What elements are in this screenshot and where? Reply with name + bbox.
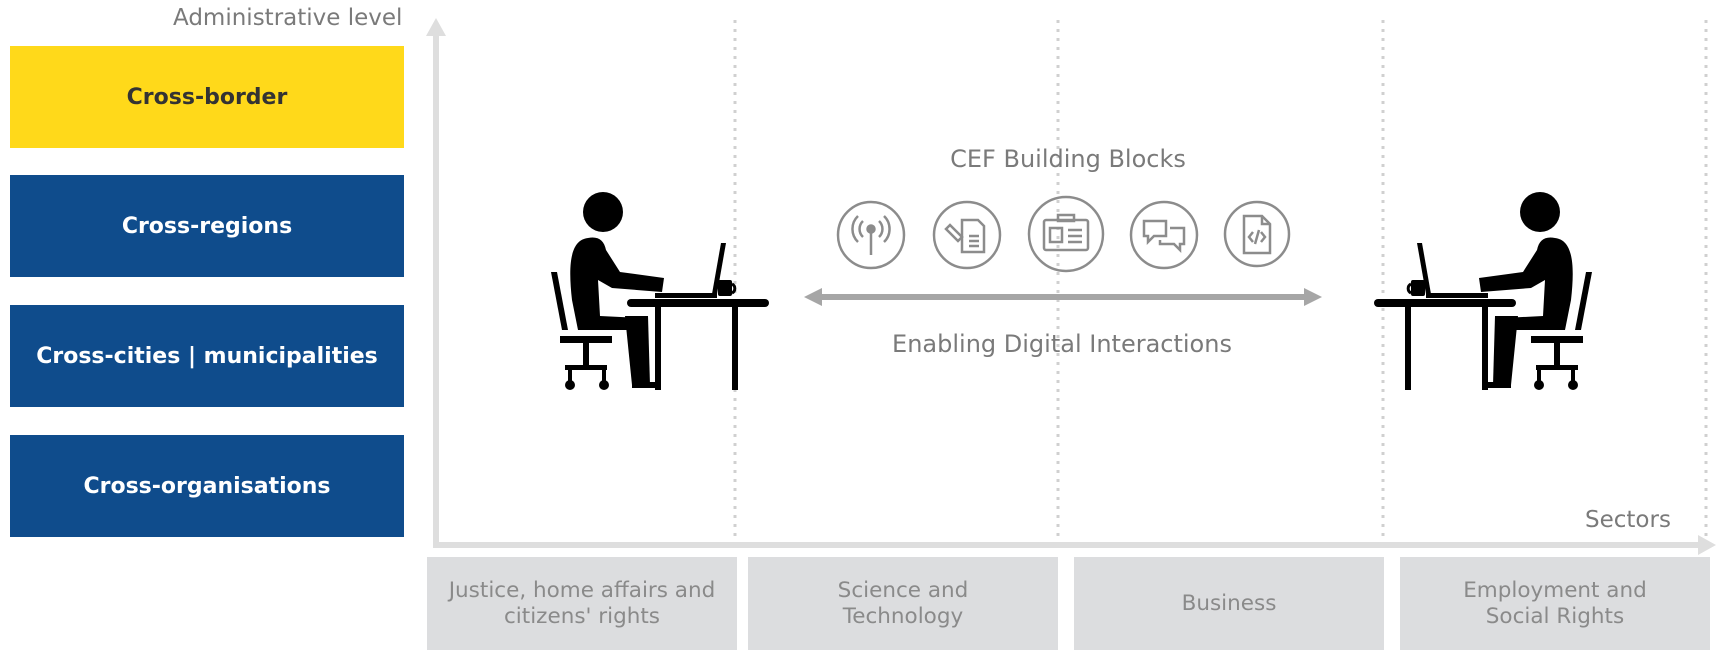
sector-business: Business bbox=[1074, 557, 1384, 650]
interaction-label: Enabling Digital Interactions bbox=[892, 330, 1232, 358]
x-axis-arrowhead bbox=[1698, 535, 1716, 555]
x-axis bbox=[433, 535, 1716, 555]
level-cross-cities: Cross-cities | municipalities bbox=[10, 305, 404, 407]
right-person-at-desk-icon bbox=[1374, 192, 1592, 390]
level-label: Cross-cities | municipalities bbox=[36, 343, 378, 369]
arrow-left-head bbox=[804, 288, 822, 306]
id-card-icon bbox=[1027, 195, 1105, 273]
left-person-at-desk-icon bbox=[551, 192, 769, 390]
level-cross-organisations: Cross-organisations bbox=[10, 435, 404, 537]
level-label: Cross-regions bbox=[121, 213, 293, 239]
sector-label: Employment and Social Rights bbox=[1463, 577, 1647, 629]
y-axis-arrowhead bbox=[426, 18, 446, 36]
level-label: Cross-organisations bbox=[83, 473, 331, 499]
sector-label: Science and Technology bbox=[837, 577, 969, 629]
level-cross-regions: Cross-regions bbox=[10, 175, 404, 277]
building-blocks-title: CEF Building Blocks bbox=[950, 145, 1186, 173]
sector-justice: Justice, home affairs and citizens' righ… bbox=[427, 557, 737, 650]
broadcast-icon bbox=[836, 200, 906, 270]
level-cross-border: Cross-border bbox=[10, 46, 404, 148]
y-axis bbox=[426, 18, 446, 545]
arrow-right-head bbox=[1304, 288, 1322, 306]
x-axis-title: Sectors bbox=[1585, 507, 1671, 533]
sector-employment: Employment and Social Rights bbox=[1400, 557, 1710, 650]
code-file-icon bbox=[1223, 200, 1291, 268]
sector-label: Justice, home affairs and citizens' righ… bbox=[448, 577, 716, 629]
sector-dividers bbox=[733, 20, 1708, 540]
chat-bubbles-icon bbox=[1129, 200, 1199, 270]
y-axis-title: Administrative level bbox=[173, 5, 403, 31]
interaction-double-arrow bbox=[804, 288, 1322, 306]
document-sign-icon bbox=[932, 200, 1002, 270]
sector-science: Science and Technology bbox=[748, 557, 1058, 650]
sector-label: Business bbox=[1181, 590, 1277, 616]
level-label: Cross-border bbox=[126, 84, 288, 110]
